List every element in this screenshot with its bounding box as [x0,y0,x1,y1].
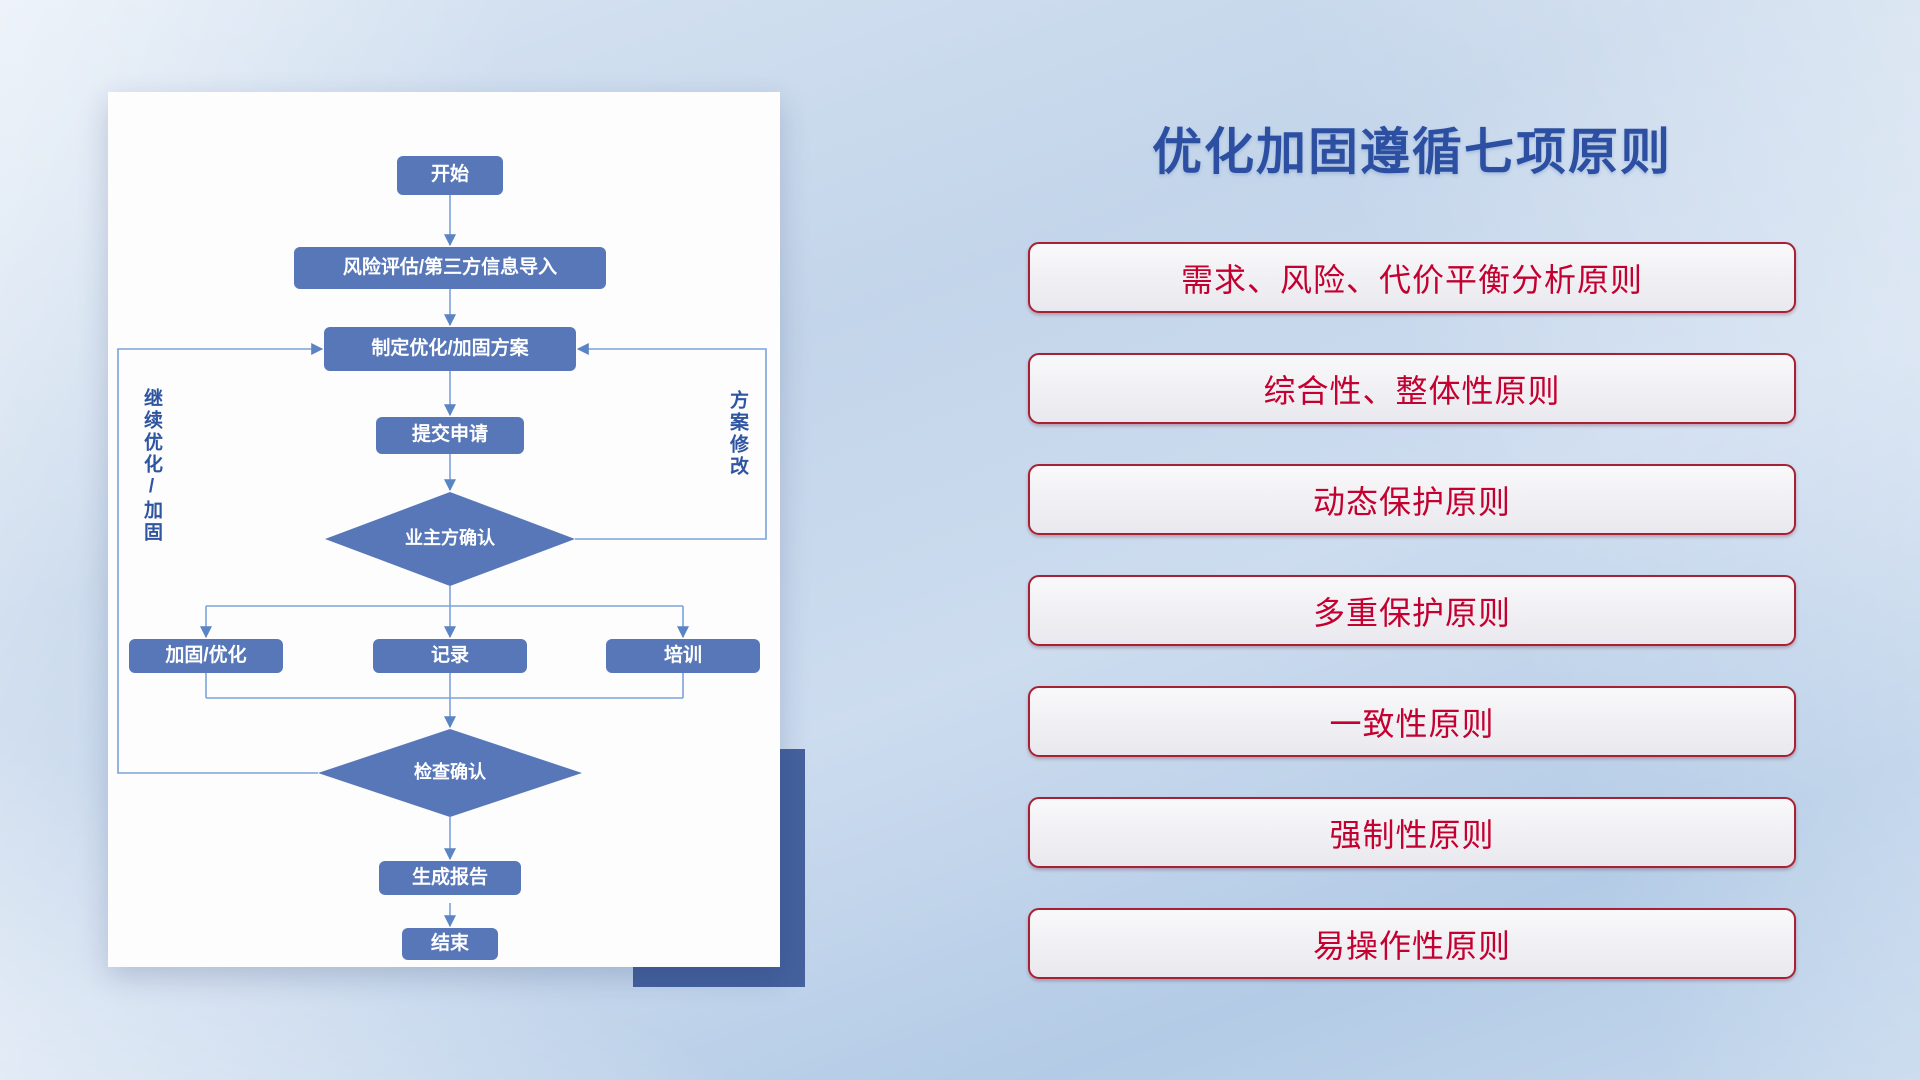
flow-node-generate-report: 生成报告 [379,861,521,895]
left-loop-label: 继续优化/加固 [141,388,162,544]
flow-node-training: 培训 [606,639,760,673]
principle-box-4-label: 多重保护原则 [1312,594,1511,631]
panel-title: 优化加固遵循七项原则 [1152,124,1672,180]
flow-node-end-label: 结束 [430,932,469,954]
flow-node-start: 开始 [397,156,503,195]
flowchart-connectors [117,195,767,928]
principle-box-5: 一致性原则 [1028,686,1796,757]
flow-node-submit-application-label: 提交申请 [411,424,488,446]
principle-box-2-label: 综合性、整体性原则 [1263,372,1561,409]
flow-node-start-label: 开始 [430,164,469,186]
flow-node-risk-assessment-label: 风险评估/第三方信息导入 [342,256,558,278]
flow-node-record-label: 记录 [430,644,469,666]
flow-node-make-plan-label: 制定优化/加固方案 [371,337,529,359]
principle-box-7-label: 易操作性原则 [1312,927,1511,964]
flow-node-record: 记录 [373,639,527,673]
principle-box-1: 需求、风险、代价平衡分析原则 [1028,242,1796,313]
right-loop-label: 方案修改 [727,390,748,478]
flow-node-submit-application: 提交申请 [376,417,524,454]
flowchart-card: 开始 风险评估/第三方信息导入 制定优化/加固方案 提交申请 业主方确认 加固/… [108,92,780,967]
principles-panel: 优化加固遵循七项原则 需求、风险、代价平衡分析原则 综合性、整体性原则 动态保护… [1028,0,1796,1080]
principle-box-7: 易操作性原则 [1028,908,1796,979]
principle-box-3: 动态保护原则 [1028,464,1796,535]
principle-box-6: 强制性原则 [1028,797,1796,868]
principle-box-4: 多重保护原则 [1028,575,1796,646]
principle-box-5-label: 一致性原则 [1329,705,1495,742]
flow-node-reinforce-optimize: 加固/优化 [129,639,283,673]
flow-node-training-label: 培训 [663,644,702,666]
flow-node-check-confirm-label: 检查确认 [414,762,486,783]
principle-box-3-label: 动态保护原则 [1312,483,1511,520]
principle-box-1-label: 需求、风险、代价平衡分析原则 [1180,261,1643,298]
flow-node-risk-assessment: 风险评估/第三方信息导入 [294,247,606,289]
flow-node-generate-report-label: 生成报告 [411,866,488,888]
flow-node-owner-confirm-label: 业主方确认 [405,528,495,549]
flow-node-end: 结束 [402,928,498,960]
principle-box-2: 综合性、整体性原则 [1028,353,1796,424]
flow-node-reinforce-optimize-label: 加固/优化 [165,644,247,666]
principle-box-6-label: 强制性原则 [1329,816,1495,853]
flow-node-make-plan: 制定优化/加固方案 [324,327,576,371]
